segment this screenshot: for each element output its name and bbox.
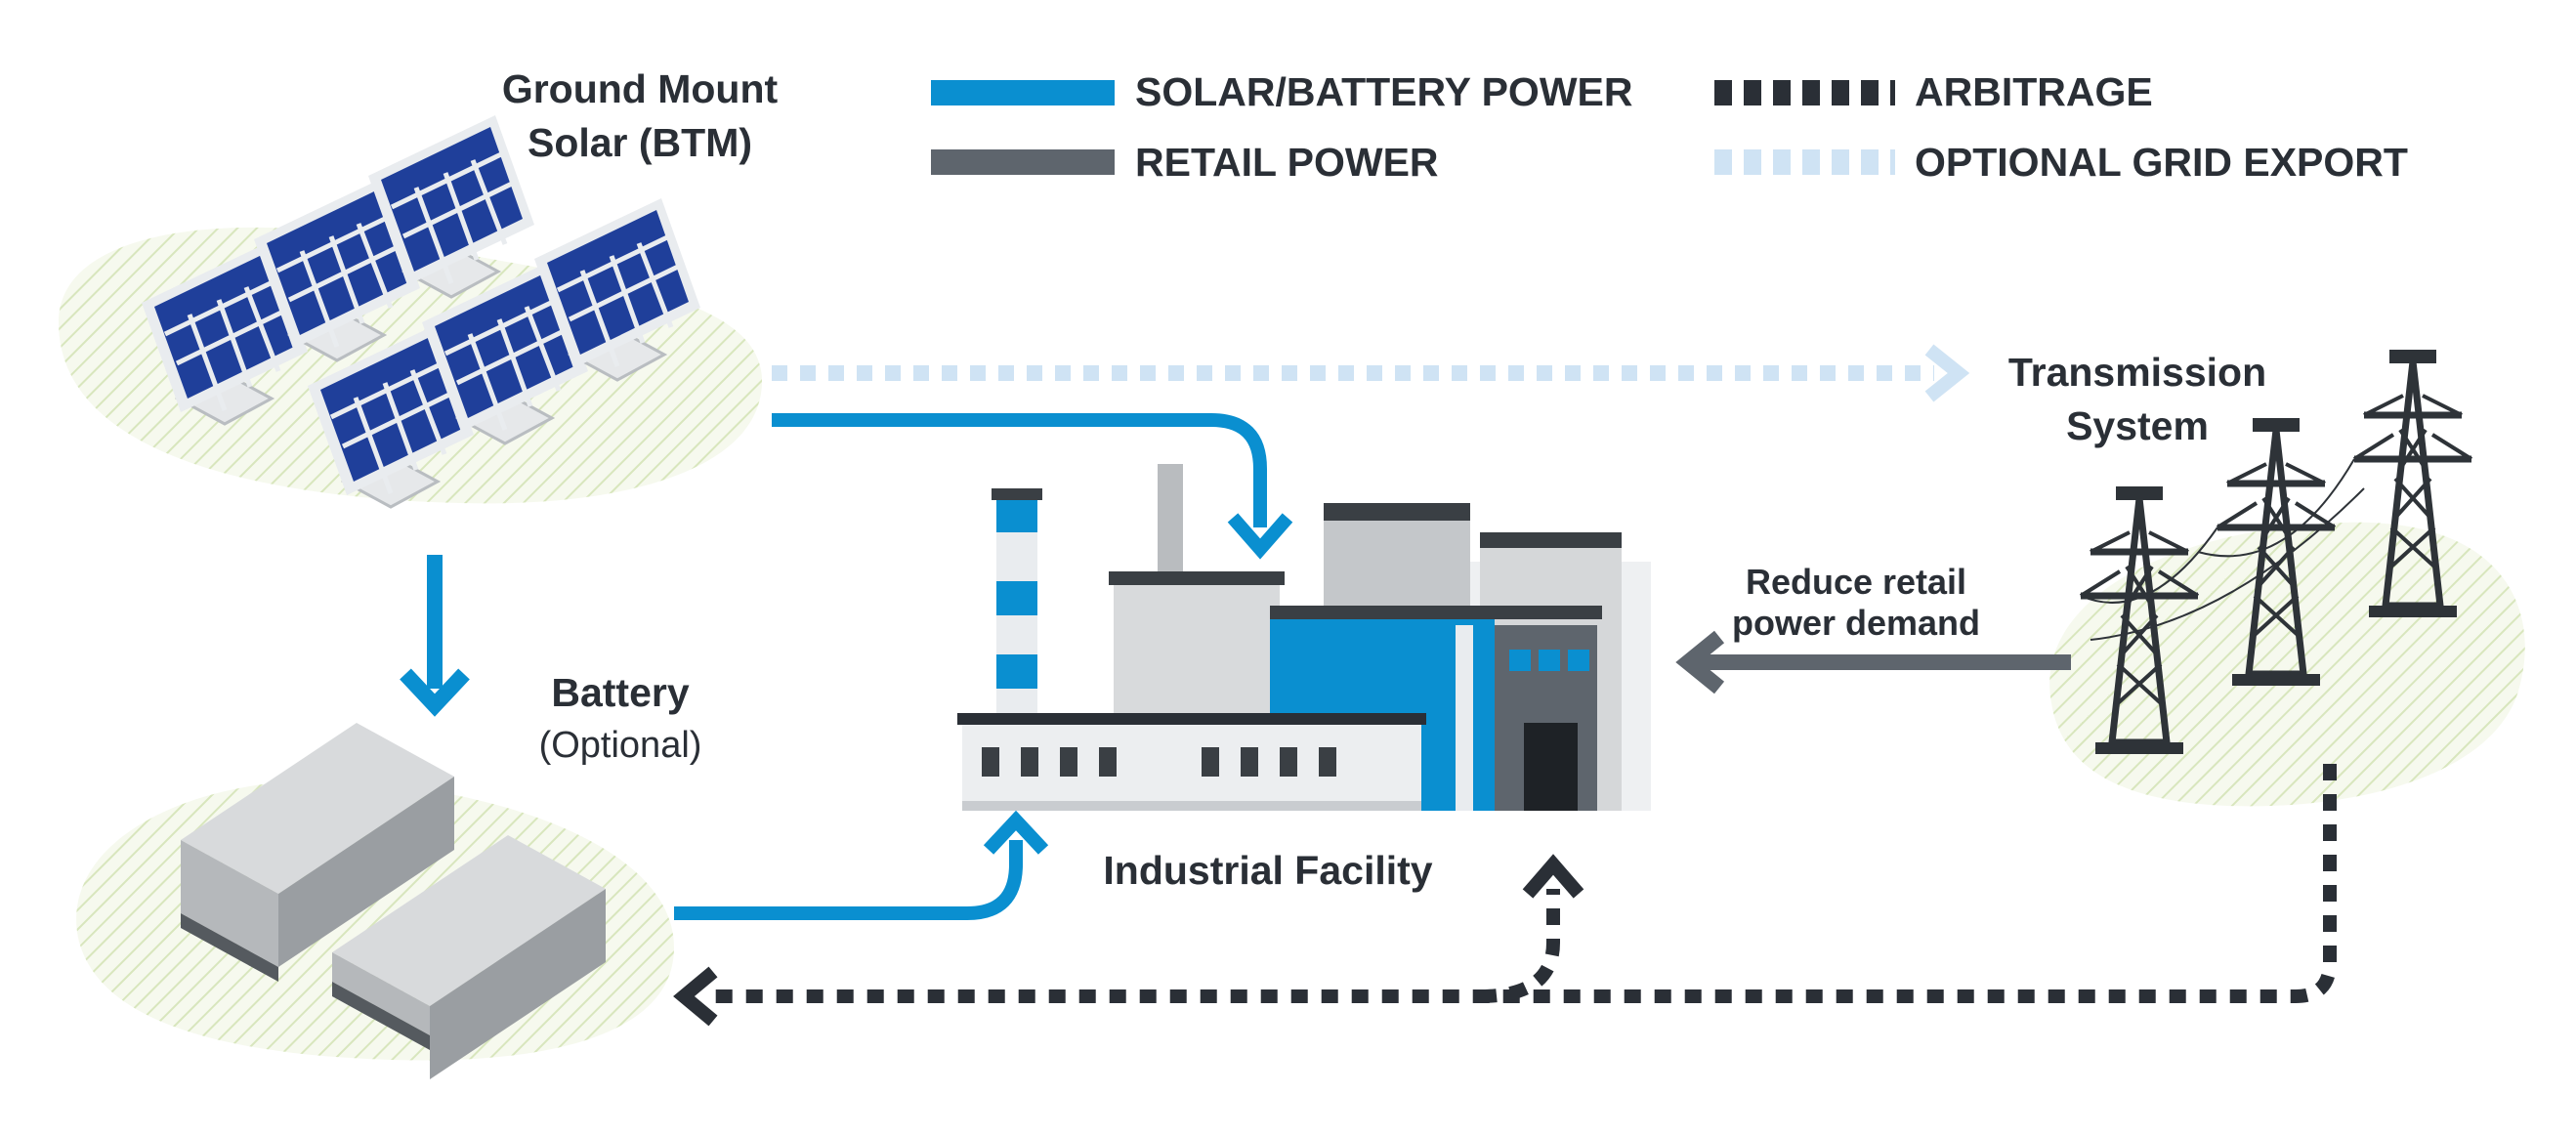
- solar-label-line1: Ground Mount: [502, 66, 779, 111]
- legend-label-solar-battery: SOLAR/BATTERY POWER: [1135, 69, 1632, 114]
- solar-label-line2: Solar (BTM): [528, 120, 752, 165]
- legend-swatch-solar-battery: [931, 80, 1115, 105]
- solar-to-battery-arrow: [400, 555, 470, 717]
- battery-sublabel: (Optional): [539, 725, 702, 766]
- facility-label: Industrial Facility: [1103, 848, 1432, 893]
- legend: SOLAR/BATTERY POWER RETAIL POWER ARBITRA…: [931, 69, 2408, 185]
- reduce-demand-line2: power demand: [1732, 603, 1980, 643]
- solar-to-facility-arrow: [772, 413, 1293, 560]
- diagram-labels: Ground Mount Solar (BTM) Battery (Option…: [502, 66, 2266, 893]
- reduce-demand-line1: Reduce retail: [1746, 562, 1966, 602]
- transmission-label-line2: System: [2066, 403, 2209, 448]
- battery-to-facility-arrow: [674, 810, 1049, 920]
- retail-power-arrow: [1675, 630, 2071, 694]
- grid-export-flow: [772, 344, 1970, 402]
- legend-label-retail: RETAIL POWER: [1135, 140, 1439, 185]
- legend-swatch-retail: [931, 149, 1115, 175]
- battery-units: [181, 723, 606, 1079]
- industrial-facility: [957, 464, 1651, 811]
- arbitrage-flow: [673, 764, 2337, 1027]
- battery-label: Battery: [551, 670, 689, 715]
- legend-label-grid-export: OPTIONAL GRID EXPORT: [1915, 140, 2408, 185]
- legend-label-arbitrage: ARBITRAGE: [1915, 69, 2153, 114]
- transmission-label-line1: Transmission: [2008, 350, 2266, 395]
- transmission-towers: [2081, 350, 2471, 754]
